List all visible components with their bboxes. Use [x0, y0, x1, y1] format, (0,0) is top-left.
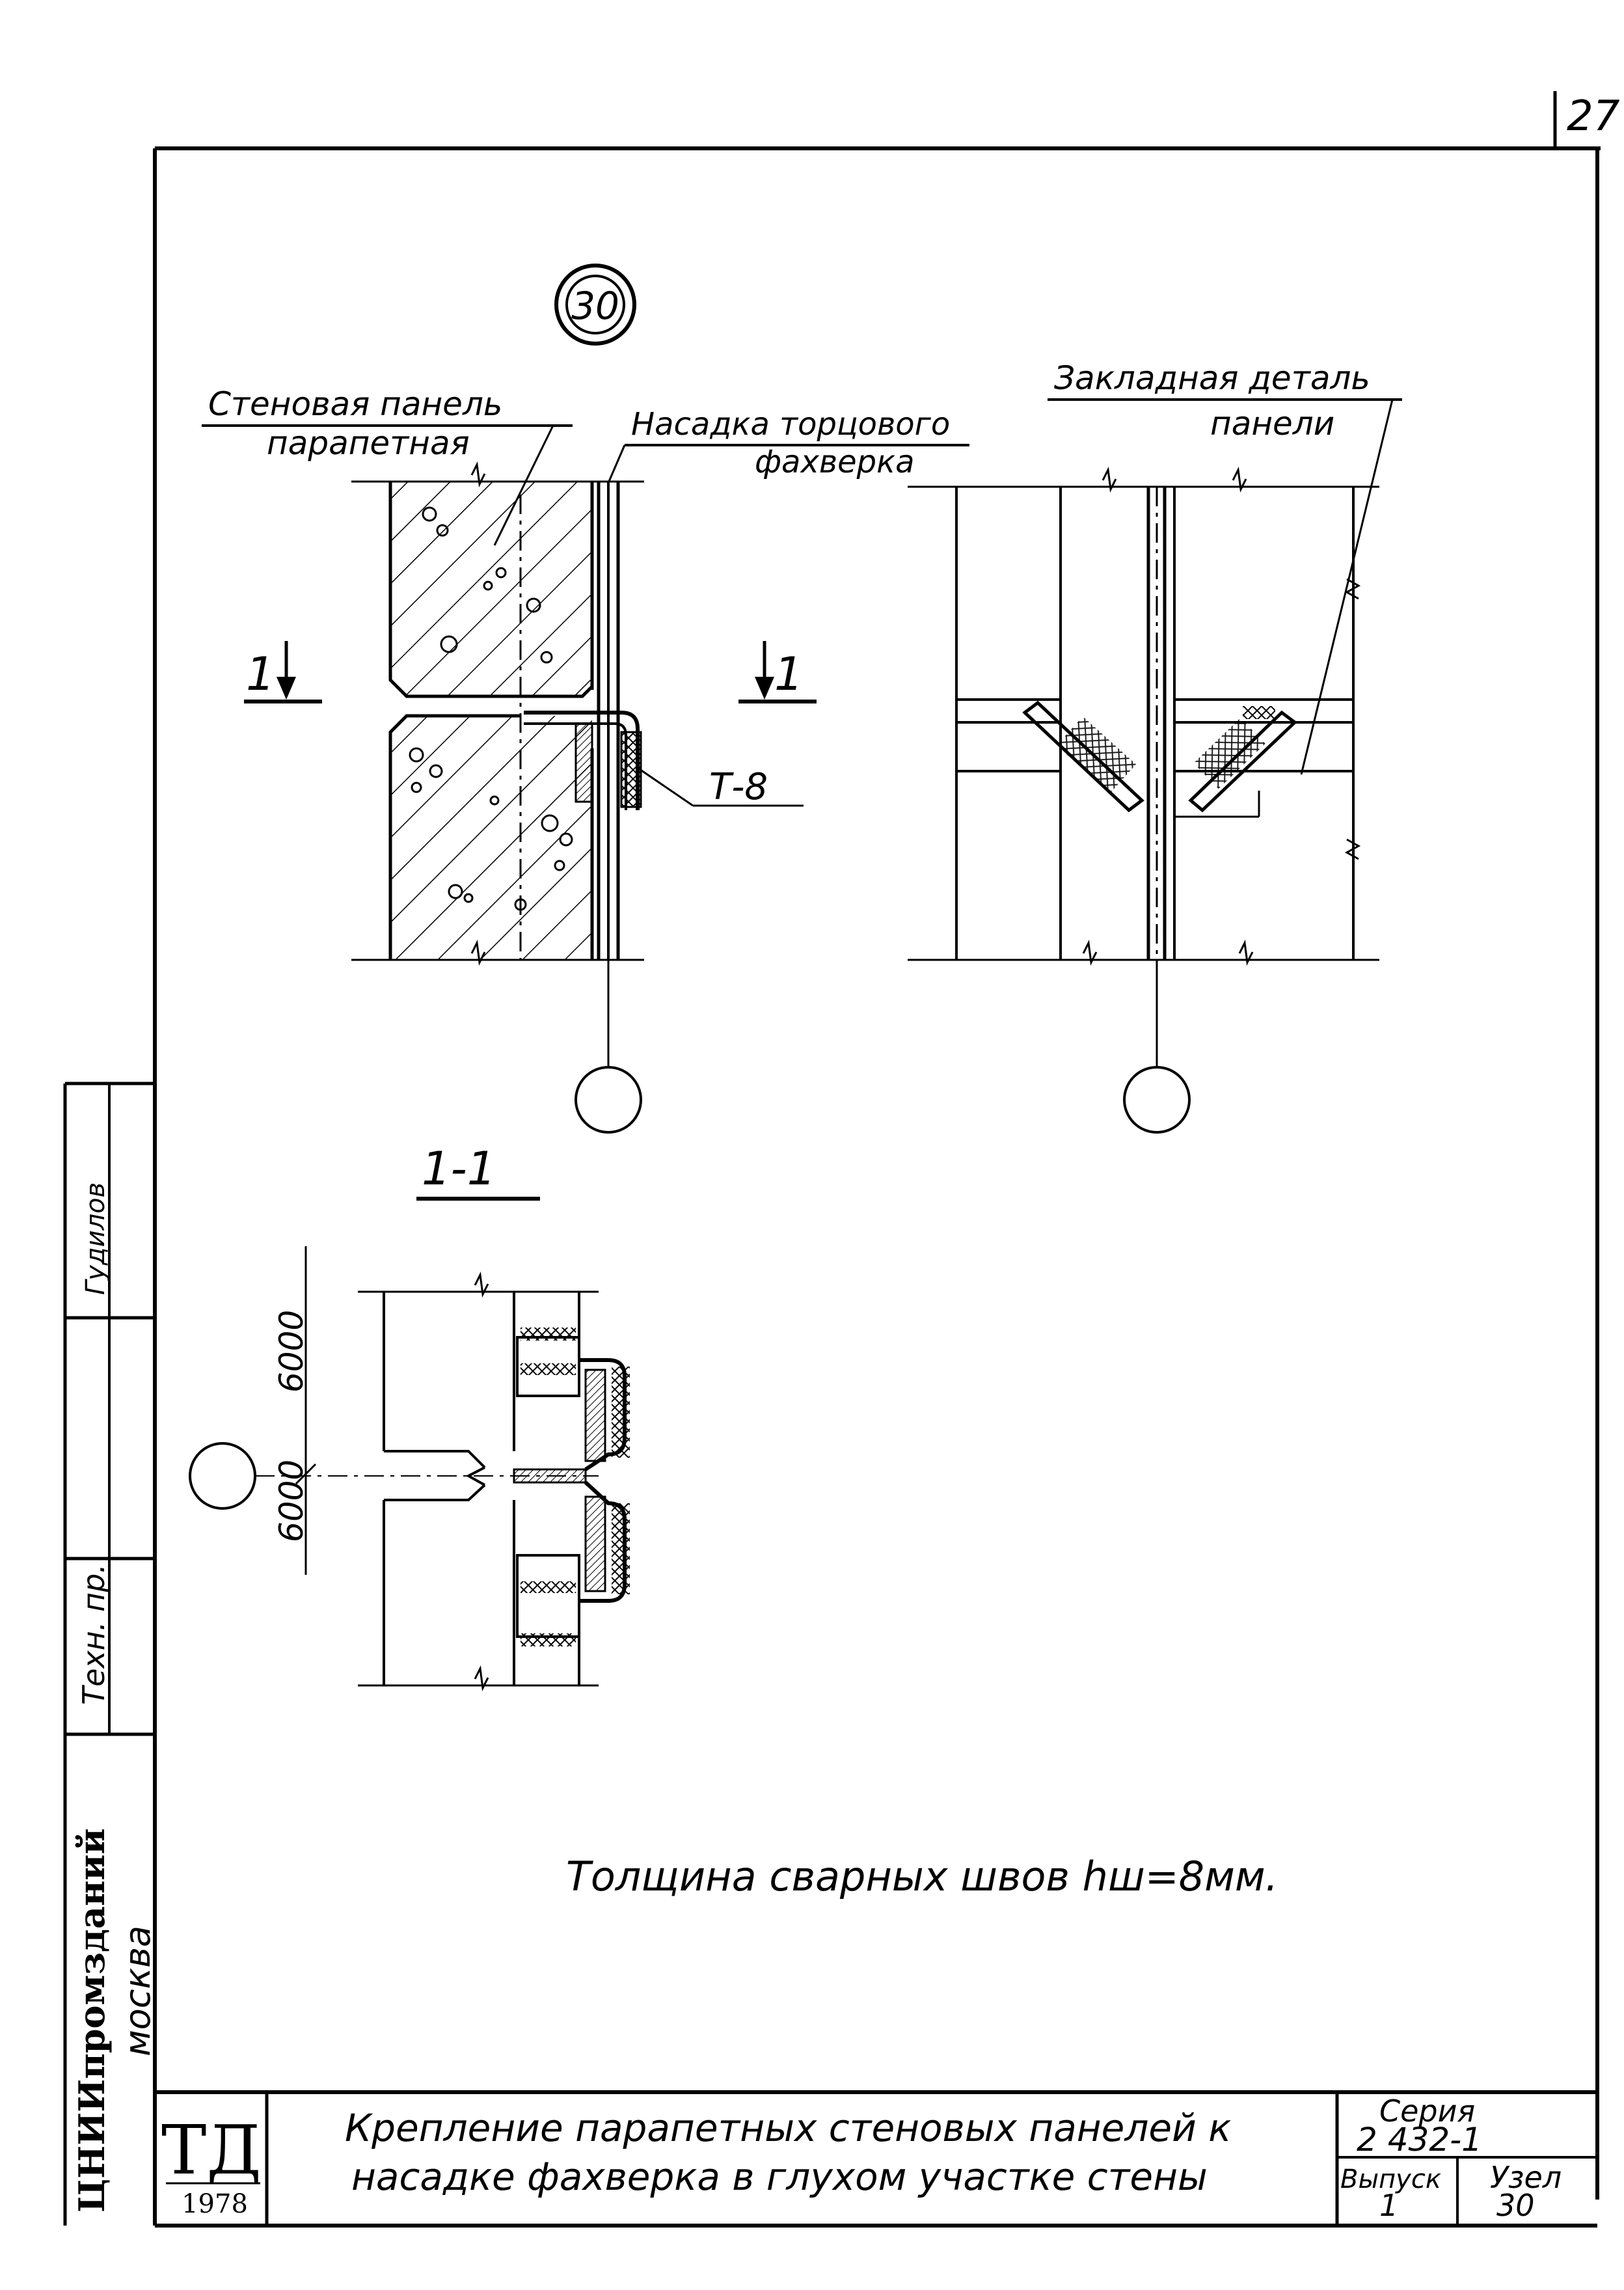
issue-value: 1	[1379, 2188, 1398, 2223]
elevation-left: Стеновая панель парапетная Насадка торцо…	[202, 385, 969, 1134]
dim-bottom: 6000	[273, 1460, 310, 1542]
svg-text:1: 1	[246, 647, 275, 701]
title-block: ТД 1978 Крепление парапетных стеновых па…	[155, 2090, 1597, 2226]
weld-note: Толщина сварных швов hш=8мм.	[566, 1853, 1278, 1900]
sheet-frame	[153, 146, 1601, 2228]
stamp-org: ЦНИИпромзданий	[71, 1828, 113, 2213]
label-nozzle: Насадка торцового	[631, 406, 950, 443]
series-value: 2 432-1	[1357, 2121, 1482, 2159]
label-embedded: Закладная деталь	[1054, 359, 1370, 397]
section-title: 1-1	[422, 1142, 496, 1195]
label-wall-panel: Стеновая панель	[208, 385, 502, 423]
section-1-1: 1-1 6000 6000	[189, 1142, 630, 1692]
stamp-name: Гудилов	[81, 1182, 111, 1295]
svg-text:1: 1	[774, 647, 804, 701]
axis-bubble-right	[1123, 1066, 1191, 1134]
node-value: 30	[1496, 2188, 1535, 2223]
dim-top: 6000	[273, 1310, 310, 1393]
label-embedded-2: панели	[1210, 405, 1334, 443]
weld-mark: Т-8	[709, 766, 768, 808]
svg-text:30: 30	[571, 284, 619, 328]
label-wall-panel-2: парапетная	[267, 424, 470, 462]
node-marker: 30	[554, 264, 636, 346]
year: 1978	[182, 2189, 248, 2219]
side-stamp: ЦНИИпромзданий москва Техн. пр. Гудилов	[63, 1082, 158, 2226]
issue-label: Выпуск	[1340, 2164, 1441, 2194]
section-mark-right: 1	[738, 641, 817, 703]
logo: ТД	[161, 2110, 262, 2190]
label-nozzle-2: фахверка	[755, 444, 915, 480]
elevation-right: Закладная деталь панели	[908, 359, 1402, 1134]
series-label: Серия	[1379, 2093, 1475, 2129]
stamp-city: москва	[117, 1926, 158, 2056]
stamp-tech: Техн. пр.	[76, 1564, 111, 1705]
axis-bubble-section	[189, 1442, 256, 1510]
node-label: Узел	[1490, 2160, 1562, 2195]
page-number: 27	[1567, 92, 1620, 141]
axis-bubble-left	[575, 1066, 642, 1134]
title-line-1: Крепление парапетных стеновых панелей к	[345, 2106, 1231, 2150]
title-line-2: насадке фахверка в глухом участке стены	[351, 2155, 1208, 2199]
section-mark-left: 1	[244, 641, 322, 703]
